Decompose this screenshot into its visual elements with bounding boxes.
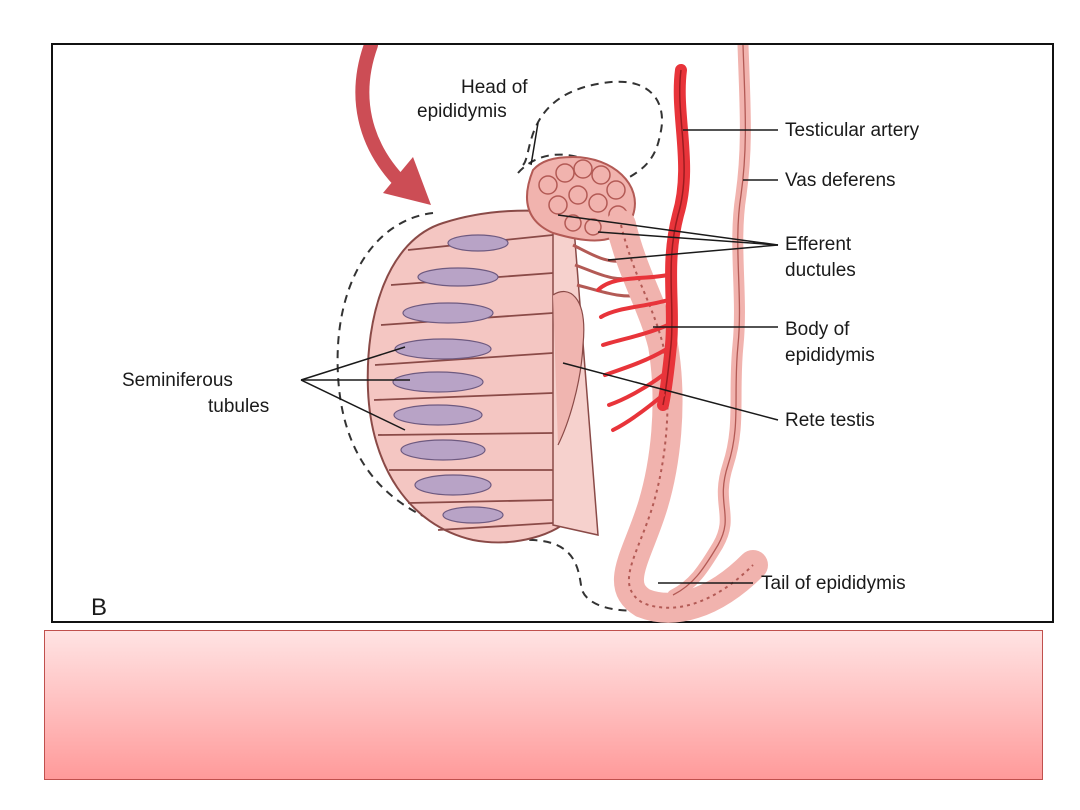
label-efferent-line1: Efferent: [785, 234, 852, 255]
caption-box: [44, 630, 1043, 780]
label-testicular-artery: Testicular artery: [785, 120, 920, 141]
label-head-line2: epididymis: [417, 101, 507, 122]
label-rete-testis: Rete testis: [785, 410, 875, 431]
testis-epididymis-diagram: Head of epididymis Testicular artery Vas…: [91, 45, 920, 623]
vas-deferens: [667, 45, 751, 601]
label-efferent-line2: ductules: [785, 260, 856, 281]
panel-letter: B: [91, 594, 107, 621]
testis: [366, 209, 599, 544]
label-body-line1: Body of: [785, 319, 850, 340]
label-vas-deferens: Vas deferens: [785, 170, 896, 191]
label-head-line1: Head of: [461, 77, 528, 98]
leader-lines: [300, 122, 779, 584]
label-seminiferous-line1: Seminiferous: [122, 370, 233, 391]
epididymis: [526, 155, 768, 623]
figure-frame: Head of epididymis Testicular artery Vas…: [51, 43, 1054, 623]
head-dashed-outline: [522, 80, 664, 191]
descent-arrow: [355, 45, 431, 205]
testicular-artery: [596, 64, 691, 432]
label-seminiferous-line2: tubules: [208, 396, 269, 417]
label-tail-of-epididymis: Tail of epididymis: [761, 573, 906, 594]
label-body-line2: epididymis: [785, 345, 875, 366]
